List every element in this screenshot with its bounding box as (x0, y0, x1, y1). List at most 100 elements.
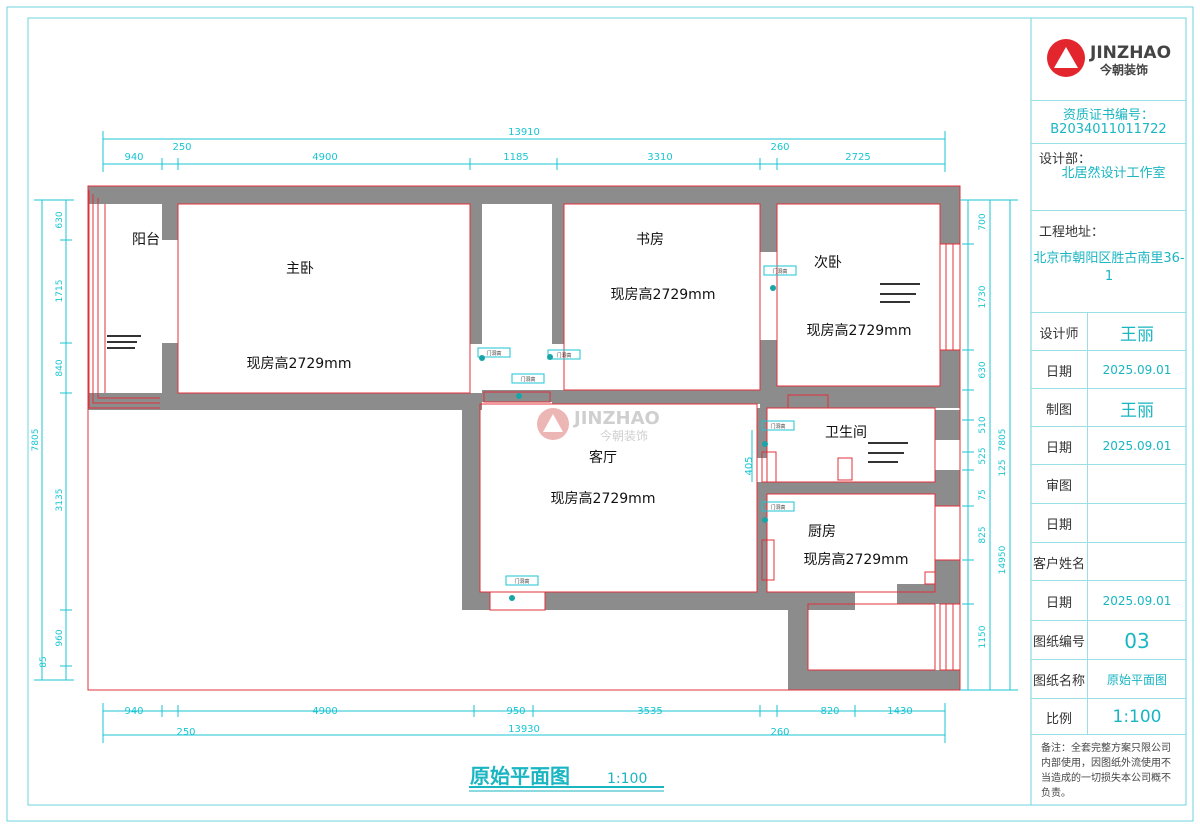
dim-bottom-2: 250 (176, 727, 195, 738)
dim-right-4: 510 (978, 416, 988, 433)
dimension-lines (34, 131, 1018, 792)
dim-top-1: 940 (124, 152, 143, 163)
dim-bottom-7: 820 (820, 706, 839, 717)
title-row-label: 客户姓名 (1031, 543, 1088, 581)
watermark-brand-en: JINZHAO (572, 408, 660, 429)
title-row-label: 比例 (1031, 699, 1088, 735)
room-master: 主卧 (286, 261, 314, 277)
dim-top-5: 3310 (647, 152, 672, 163)
door-tags: 门洞高 门洞高 门洞高 门洞高 门洞高 门洞高 门洞高 (477, 265, 797, 601)
title-row-value (1088, 504, 1186, 543)
dim-bottom-6: 260 (770, 727, 789, 738)
dim-bottom-5: 3535 (637, 706, 662, 717)
title-row-value (1088, 543, 1186, 581)
title-row-label: 日期 (1031, 504, 1088, 543)
title-row-label: 日期 (1031, 427, 1088, 465)
title-row: 审图 (1031, 464, 1186, 504)
dim-left-2: 1715 (55, 280, 65, 303)
title-row-value: 2025.09.01 (1102, 439, 1172, 453)
height-study: 现房高2729mm (611, 286, 716, 303)
title-row-value: 王丽 (1120, 324, 1154, 345)
room-living: 客厅 (589, 449, 617, 466)
dim-right-5: 525 (978, 447, 988, 464)
dim-left-4: 3135 (55, 489, 65, 512)
dept-value: 北居然设计工作室 (1061, 166, 1166, 181)
walls (88, 186, 960, 690)
title-row-value: 2025.09.01 (1102, 363, 1172, 377)
dim-right-1: 700 (978, 213, 988, 230)
room-second: 次卧 (814, 255, 842, 271)
dim-bottom-3: 4900 (312, 706, 337, 717)
dim-top-4: 1185 (503, 152, 528, 163)
brand-logo: JINZHAO 今朝装饰 (1047, 39, 1171, 77)
title-row: 日期 2025.09.01 (1031, 580, 1186, 621)
title-row-value: 王丽 (1120, 400, 1154, 421)
height-kitchen: 现房高2729mm (804, 551, 909, 568)
dim-top-7: 2725 (845, 152, 870, 163)
title-row: 日期 (1031, 503, 1186, 543)
dim-left-total: 7805 (31, 429, 41, 452)
door-tag-4: 门洞高 (772, 268, 787, 275)
title-block: 资质证书编号： B2034011011722 设计部： 北居然设计工作室 工程地… (1031, 18, 1186, 805)
dim-bottom-8: 1430 (887, 706, 912, 717)
dim-right-10: 125 (998, 459, 1008, 476)
cert-value: B2034011011722 (1050, 122, 1167, 137)
title-row-value: 03 (1124, 628, 1150, 653)
dim-top-3: 4900 (312, 152, 337, 163)
title-row-value: 1:100 (1112, 707, 1162, 727)
dim-left-6: 85 (39, 656, 49, 667)
title-row-value: 2025.09.01 (1102, 594, 1172, 608)
dim-bottom-total: 13930 (508, 724, 540, 735)
title-row: 客户姓名 (1031, 542, 1186, 581)
plan-title: 原始平面图 (470, 764, 570, 788)
dim-left-3: 840 (55, 359, 65, 376)
address-value: 北京市朝阳区胜古南里36-1 (1033, 251, 1185, 284)
height-master: 现房高2729mm (247, 355, 352, 372)
dim-right-2: 1730 (978, 285, 988, 308)
note-text: 备注：全套完整方案只限公司内部使用，因图纸外流使用不当造成的一切损失本公司概不负… (1041, 743, 1171, 799)
height-second: 现房高2729mm (807, 322, 912, 339)
dim-left-1: 630 (55, 211, 65, 228)
dim-top-total: 13910 (508, 127, 540, 138)
room-outlines (87, 185, 961, 691)
dept-label: 设计部： (1039, 152, 1092, 167)
dim-bottom-1: 940 (124, 706, 143, 717)
dim-top-6: 260 (770, 142, 789, 153)
window-notes (107, 283, 920, 463)
door-tag-7: 门洞高 (514, 578, 529, 585)
sheet-border-outer (6, 6, 1194, 822)
watermark-logo: JINZHAO 今朝装饰 (537, 408, 660, 443)
brand-en: JINZHAO (1089, 43, 1171, 63)
room-kitchen: 厨房 (808, 524, 836, 540)
title-row-value: 原始平面图 (1106, 673, 1167, 687)
title-row-label: 日期 (1031, 351, 1088, 389)
title-row-label: 图纸名称 (1031, 660, 1088, 699)
dim-inner: 405 (744, 456, 755, 475)
title-row: 日期 2025.09.01 (1031, 426, 1186, 465)
title-row-value (1088, 465, 1186, 504)
dim-right-7: 825 (978, 526, 988, 543)
door-tag-2: 门洞高 (556, 352, 571, 359)
title-row-label: 审图 (1031, 465, 1088, 504)
dim-right-total: 7805 (998, 429, 1008, 452)
dim-right-6: 75 (978, 489, 988, 500)
dim-right-9: 14950 (998, 545, 1008, 574)
dim-left-5: 960 (55, 629, 65, 646)
title-row: 比例 1:100 (1031, 698, 1186, 735)
dim-top-2: 250 (172, 142, 191, 153)
address-label: 工程地址： (1039, 225, 1105, 240)
room-balcony: 阳台 (132, 232, 160, 248)
title-row-label: 设计师 (1031, 313, 1088, 351)
plan-scale: 1:100 (607, 771, 647, 787)
title-row-label: 制图 (1031, 389, 1088, 427)
title-row: 制图 王丽 (1031, 388, 1186, 427)
brand-cn: 今朝装饰 (1099, 62, 1148, 77)
door-tag-5: 门洞高 (770, 423, 785, 430)
height-living: 现房高2729mm (551, 490, 656, 507)
door-tag-6: 门洞高 (770, 504, 785, 511)
room-bath: 卫生间 (825, 425, 867, 441)
door-tag-3: 门洞高 (520, 376, 535, 383)
title-row-label: 日期 (1031, 581, 1088, 621)
